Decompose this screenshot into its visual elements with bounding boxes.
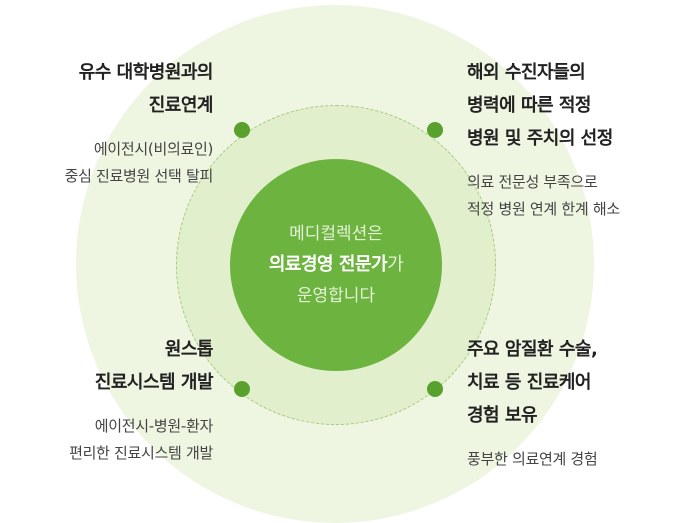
feature-title: 주요 암질환 수술, xyxy=(467,339,598,360)
feature-block-bottom-left: 원스톱 진료시스템 개발 에이전시-병원-환자 편리한 진료시스템 개발 xyxy=(69,333,213,467)
center-text-strong: 의료경영 전문가 xyxy=(268,254,388,275)
feature-desc: 의료 전문성 부족으로 xyxy=(467,173,598,191)
feature-desc: 중심 진료병원 선택 탈피 xyxy=(64,167,214,185)
center-text-line2: 의료경영 전문가가 xyxy=(268,249,404,281)
center-text-line3: 운영합니다 xyxy=(296,286,376,306)
center-text-light: 가 xyxy=(387,254,404,275)
feature-block-top-right: 해외 수진자들의 병력에 따른 적정 병원 및 주치의 선정 의료 전문성 부족… xyxy=(467,56,620,223)
feature-title: 진료연계 xyxy=(148,95,214,116)
node-dot-bottom-left xyxy=(234,381,250,397)
feature-title: 해외 수진자들의 xyxy=(467,62,586,83)
feature-title: 진료시스템 개발 xyxy=(94,372,214,393)
feature-title: 병원 및 주치의 선정 xyxy=(467,128,613,149)
feature-title: 치료 등 진료케어 xyxy=(467,372,591,393)
feature-desc: 편리한 진료시스템 개발 xyxy=(69,444,213,462)
feature-block-bottom-right: 주요 암질환 수술, 치료 등 진료케어 경험 보유 풍부한 의료연계 경험 xyxy=(467,333,598,473)
feature-desc: 적정 병원 연계 한계 해소 xyxy=(467,200,620,218)
feature-desc: 에이전시(비의료인) xyxy=(93,140,213,158)
node-dot-top-left xyxy=(234,122,250,138)
center-circle: 메디컬렉션은 의료경영 전문가가 운영합니다 xyxy=(230,159,442,371)
feature-desc: 풍부한 의료연계 경험 xyxy=(467,450,598,468)
feature-title: 병력에 따른 적정 xyxy=(467,95,591,116)
feature-title: 경험 보유 xyxy=(467,405,538,426)
feature-title: 유수 대학병원과의 xyxy=(78,62,214,83)
feature-desc: 에이전시-병원-환자 xyxy=(94,417,214,435)
node-dot-top-right xyxy=(427,122,443,138)
node-dot-bottom-right xyxy=(427,381,443,397)
feature-title: 원스톱 xyxy=(164,339,214,360)
center-text-line1: 메디컬렉션은 xyxy=(289,224,383,244)
feature-block-top-left: 유수 대학병원과의 진료연계 에이전시(비의료인) 중심 진료병원 선택 탈피 xyxy=(64,56,214,190)
